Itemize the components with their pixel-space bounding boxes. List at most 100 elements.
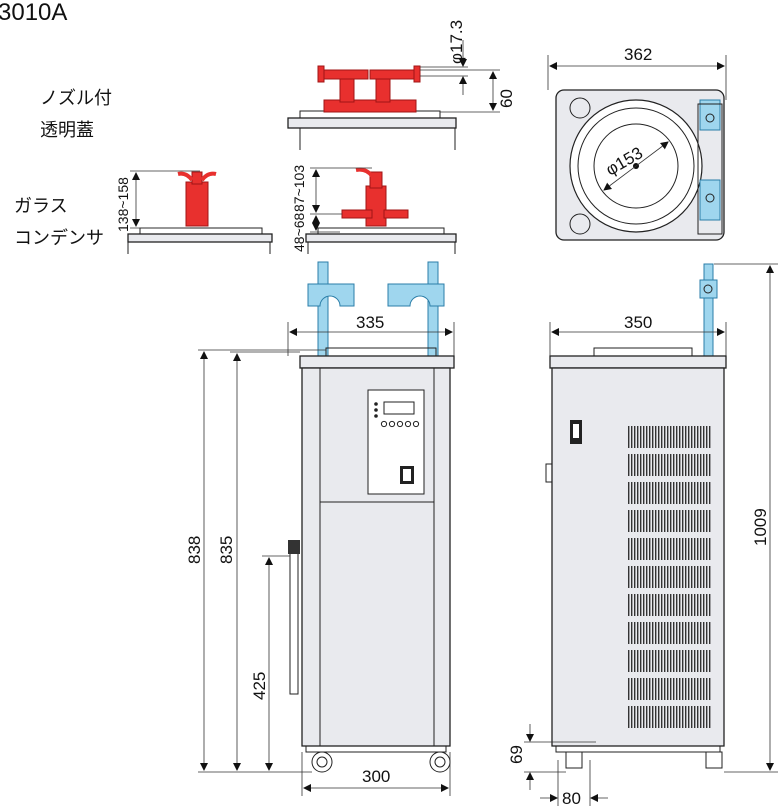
vent-slat bbox=[682, 594, 684, 616]
vent-slat bbox=[682, 566, 684, 588]
vent-slat bbox=[646, 510, 648, 532]
vent-slat bbox=[652, 426, 654, 448]
vent-slat bbox=[697, 594, 699, 616]
vent-slat bbox=[631, 426, 633, 448]
vent-slat bbox=[667, 650, 669, 672]
vent-slat bbox=[697, 650, 699, 672]
vent-slat bbox=[682, 510, 684, 532]
vent-slat bbox=[700, 482, 702, 504]
vent-slat bbox=[706, 538, 708, 560]
dim-top-width: 362 bbox=[624, 45, 652, 64]
vent-slat bbox=[670, 706, 672, 728]
vent-slat bbox=[700, 622, 702, 644]
vent-slat bbox=[667, 622, 669, 644]
vent-slat bbox=[661, 678, 663, 700]
vent-slat bbox=[700, 650, 702, 672]
vent-slat bbox=[691, 566, 693, 588]
vent-slat bbox=[667, 594, 669, 616]
vent-slat bbox=[676, 426, 678, 448]
vent-slat bbox=[658, 650, 660, 672]
vent-slat bbox=[691, 594, 693, 616]
vent-slat bbox=[682, 706, 684, 728]
vent-slat bbox=[652, 706, 654, 728]
vent-slat bbox=[652, 678, 654, 700]
vent-slat bbox=[643, 706, 645, 728]
vent-slat bbox=[697, 454, 699, 476]
vent-slat bbox=[661, 622, 663, 644]
glass-condenser-label-2: コンデンサ bbox=[14, 228, 104, 249]
glass-condenser-right-drawing bbox=[305, 167, 457, 254]
side-view-drawing bbox=[524, 263, 778, 806]
vent-slat bbox=[676, 566, 678, 588]
vent-slat bbox=[646, 622, 648, 644]
vent-slat bbox=[703, 538, 705, 560]
vent-slat bbox=[631, 566, 633, 588]
vent-slat bbox=[688, 510, 690, 532]
vent-slat bbox=[655, 706, 657, 728]
vent-slat bbox=[670, 678, 672, 700]
vent-slat bbox=[634, 566, 636, 588]
vent-slat bbox=[652, 538, 654, 560]
vent-slat bbox=[628, 454, 630, 476]
vent-slat bbox=[658, 622, 660, 644]
vent-slat bbox=[679, 650, 681, 672]
vent-slat bbox=[670, 566, 672, 588]
vent-slat bbox=[649, 482, 651, 504]
vent-slat bbox=[658, 706, 660, 728]
vent-slat bbox=[658, 426, 660, 448]
vent-slat bbox=[652, 454, 654, 476]
vent-slat bbox=[649, 706, 651, 728]
vent-slat bbox=[646, 538, 648, 560]
vent-slat bbox=[691, 454, 693, 476]
vent-slat bbox=[706, 678, 708, 700]
vent-slat bbox=[709, 622, 711, 644]
vent-slat bbox=[688, 706, 690, 728]
vent-slat bbox=[628, 706, 630, 728]
vent-slat bbox=[706, 510, 708, 532]
vent-slat bbox=[691, 510, 693, 532]
vent-slat bbox=[664, 426, 666, 448]
vent-slat bbox=[640, 594, 642, 616]
vent-slat bbox=[646, 566, 648, 588]
vent-slat bbox=[706, 482, 708, 504]
vent-slat bbox=[631, 594, 633, 616]
vent-slat bbox=[706, 426, 708, 448]
vent-slat bbox=[649, 594, 651, 616]
vent-slat bbox=[679, 594, 681, 616]
vent-slat bbox=[685, 566, 687, 588]
vent-slat bbox=[673, 566, 675, 588]
nozzle-lid-label-2: 透明蓋 bbox=[40, 120, 94, 141]
dim-glass-height-c: 48~68 bbox=[291, 212, 307, 252]
vent-slat bbox=[673, 538, 675, 560]
dim-front-height-a: 838 bbox=[185, 536, 204, 564]
vent-slat bbox=[673, 622, 675, 644]
vent-slat bbox=[646, 650, 648, 672]
vent-slat bbox=[694, 678, 696, 700]
vent-slat bbox=[691, 426, 693, 448]
vent-slat bbox=[661, 454, 663, 476]
vent-slat bbox=[685, 538, 687, 560]
vent-slat bbox=[634, 650, 636, 672]
vent-slat bbox=[634, 510, 636, 532]
dim-front-height-c: 425 bbox=[250, 672, 269, 700]
vent-slat bbox=[694, 594, 696, 616]
vent-slat bbox=[646, 426, 648, 448]
vent-slat bbox=[688, 538, 690, 560]
vent-slat bbox=[649, 566, 651, 588]
vent-slat bbox=[694, 706, 696, 728]
vent-slat bbox=[631, 454, 633, 476]
vent-slat bbox=[643, 538, 645, 560]
vent-slat bbox=[634, 426, 636, 448]
vent-slat bbox=[694, 622, 696, 644]
vent-slat bbox=[673, 454, 675, 476]
vent-slat bbox=[637, 454, 639, 476]
vent-slat bbox=[637, 566, 639, 588]
vent-slat bbox=[646, 454, 648, 476]
front-view-drawing bbox=[198, 261, 455, 796]
vent-slat bbox=[688, 622, 690, 644]
vent-slat bbox=[646, 482, 648, 504]
vent-slat bbox=[676, 482, 678, 504]
vent-slat bbox=[691, 678, 693, 700]
glass-condenser-label-1: ガラス bbox=[14, 196, 68, 217]
